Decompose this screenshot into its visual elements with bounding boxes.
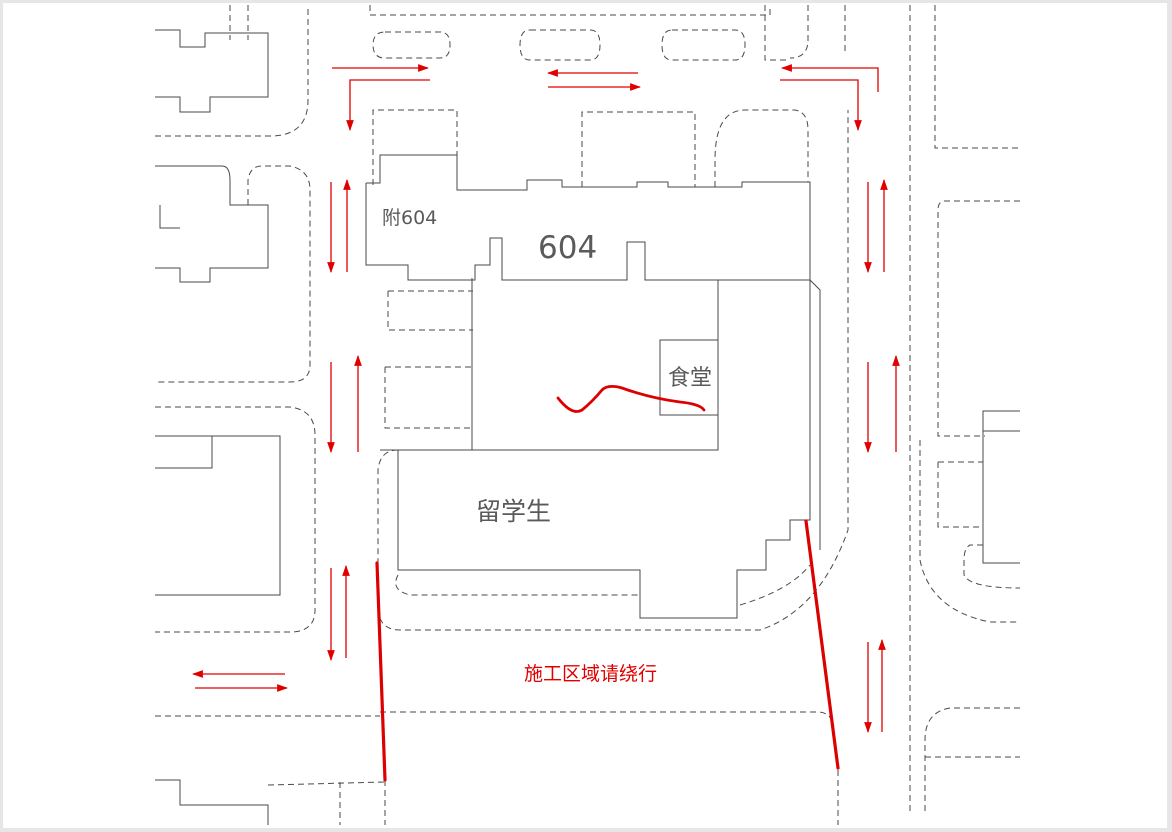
map-canvas: 附604 604 食堂 留学生 施工区域请绕行: [3, 3, 1167, 828]
construction-zone: [375, 385, 840, 782]
arrow-icon: [780, 79, 862, 132]
arrow-icon: [346, 79, 430, 132]
bottom-road: [155, 711, 839, 825]
construction-barrier-left: [375, 561, 387, 782]
label-building-604: 604: [538, 230, 597, 266]
construction-barrier-right: [804, 519, 840, 770]
central-buildings: [365, 109, 849, 631]
traffic-arrows: [191, 64, 900, 734]
notice-detour: 施工区域请绕行: [524, 663, 657, 685]
label-intl-students: 留学生: [476, 497, 551, 526]
label-canteen: 食堂: [668, 366, 712, 391]
label-annex-604: 附604: [382, 207, 437, 229]
top-parking-bays: [369, 5, 846, 61]
left-buildings: [155, 5, 316, 633]
arrow-icon: [780, 64, 879, 92]
right-buildings: [909, 5, 1021, 815]
map-labels: 附604 604 食堂 留学生 施工区域请绕行: [382, 207, 712, 685]
construction-mark: [556, 385, 706, 413]
site-plan-map: 附604 604 食堂 留学生 施工区域请绕行: [155, 5, 1021, 825]
